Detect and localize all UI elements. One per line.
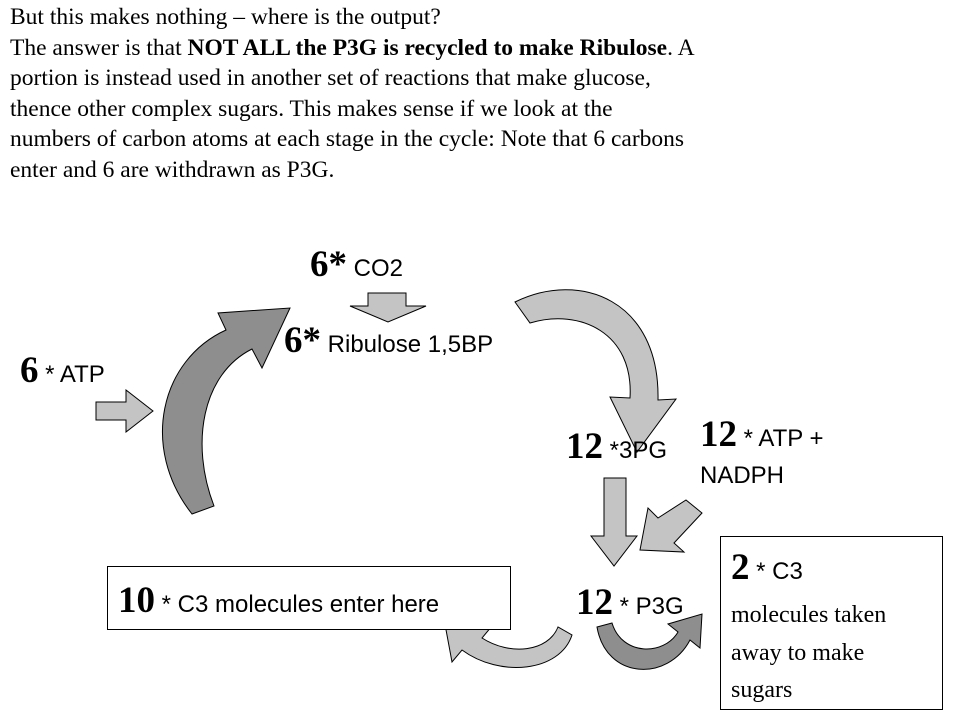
co2-number: 6* — [310, 244, 347, 285]
p3g-number: 12 — [576, 582, 613, 623]
c3-away-text: * C3 — [749, 558, 803, 585]
intro-line-3: portion is instead used in another set o… — [10, 65, 651, 91]
regeneration-curved-arrow — [162, 307, 291, 515]
c3-away-label-line2: molecules taken — [731, 602, 887, 628]
nadph-text: NADPH — [700, 462, 785, 489]
c3-away-box: 2 * C3 molecules taken away to make suga… — [720, 536, 943, 710]
reduction-down-arrow — [589, 477, 639, 567]
intro-line-5: numbers of carbon atoms at each stage in… — [10, 126, 685, 152]
atp-label: 6 * ATP — [20, 352, 105, 389]
c3-enter-text: * C3 molecules enter here — [155, 591, 440, 618]
intro-line-2: The answer is that NOT ALL the P3G is re… — [10, 33, 955, 64]
atp-nadph-label-line2: NADPH — [700, 464, 784, 488]
intro-line-6: enter and 6 are withdrawn as P3G. — [10, 156, 335, 183]
c3-away-label-line4: sugars — [731, 677, 793, 703]
c3-enter-number: 10 — [118, 580, 155, 621]
pg3-text: *3PG — [603, 437, 668, 464]
c3-away-label-line3: away to make — [731, 640, 865, 666]
atp-right-arrow — [95, 388, 154, 434]
atp-nadph-number: 12 — [700, 414, 737, 455]
pg3-label: 12 *3PG — [566, 428, 667, 465]
intro-paragraph: But this makes nothing – where is the ou… — [10, 2, 955, 185]
c3-away-label-line1: 2 * C3 — [731, 549, 803, 586]
intro-line-2-pre: The answer is that — [10, 34, 188, 61]
ribulose-text: Ribulose 1,5BP — [321, 331, 494, 358]
atp-nadph-label: 12 * ATP + — [700, 416, 824, 453]
atp-nadph-text: * ATP + — [737, 425, 824, 452]
atp-nadph-diagonal-arrow — [639, 499, 703, 553]
withdrawal-curved-arrow — [596, 613, 703, 670]
p3g-label: 12 * P3G — [576, 584, 684, 621]
co2-label: 6* CO2 — [310, 246, 403, 283]
c3-away-number: 2 — [731, 547, 750, 588]
ribulose-label: 6* Ribulose 1,5BP — [284, 322, 493, 359]
pg3-number: 12 — [566, 426, 603, 467]
intro-line-4: thence other complex sugars. This makes … — [10, 95, 613, 122]
co2-text: CO2 — [347, 255, 404, 282]
atp-number: 6 — [20, 350, 39, 391]
recycle-curved-arrow — [443, 618, 573, 668]
carboxylation-curved-arrow — [514, 289, 678, 453]
intro-line-2-bold: NOT ALL the P3G is recycled to make Ribu… — [187, 34, 668, 61]
atp-text: * ATP — [38, 361, 105, 388]
ribulose-number: 6* — [284, 320, 321, 361]
intro-line-2-post: . A — [667, 34, 695, 61]
p3g-text: * P3G — [613, 593, 684, 620]
c3-enter-label: 10 * C3 molecules enter here — [118, 582, 439, 619]
intro-line-1: But this makes nothing – where is the ou… — [10, 4, 441, 30]
co2-down-arrow — [349, 292, 427, 323]
c3-enter-box: 10 * C3 molecules enter here — [107, 566, 511, 630]
